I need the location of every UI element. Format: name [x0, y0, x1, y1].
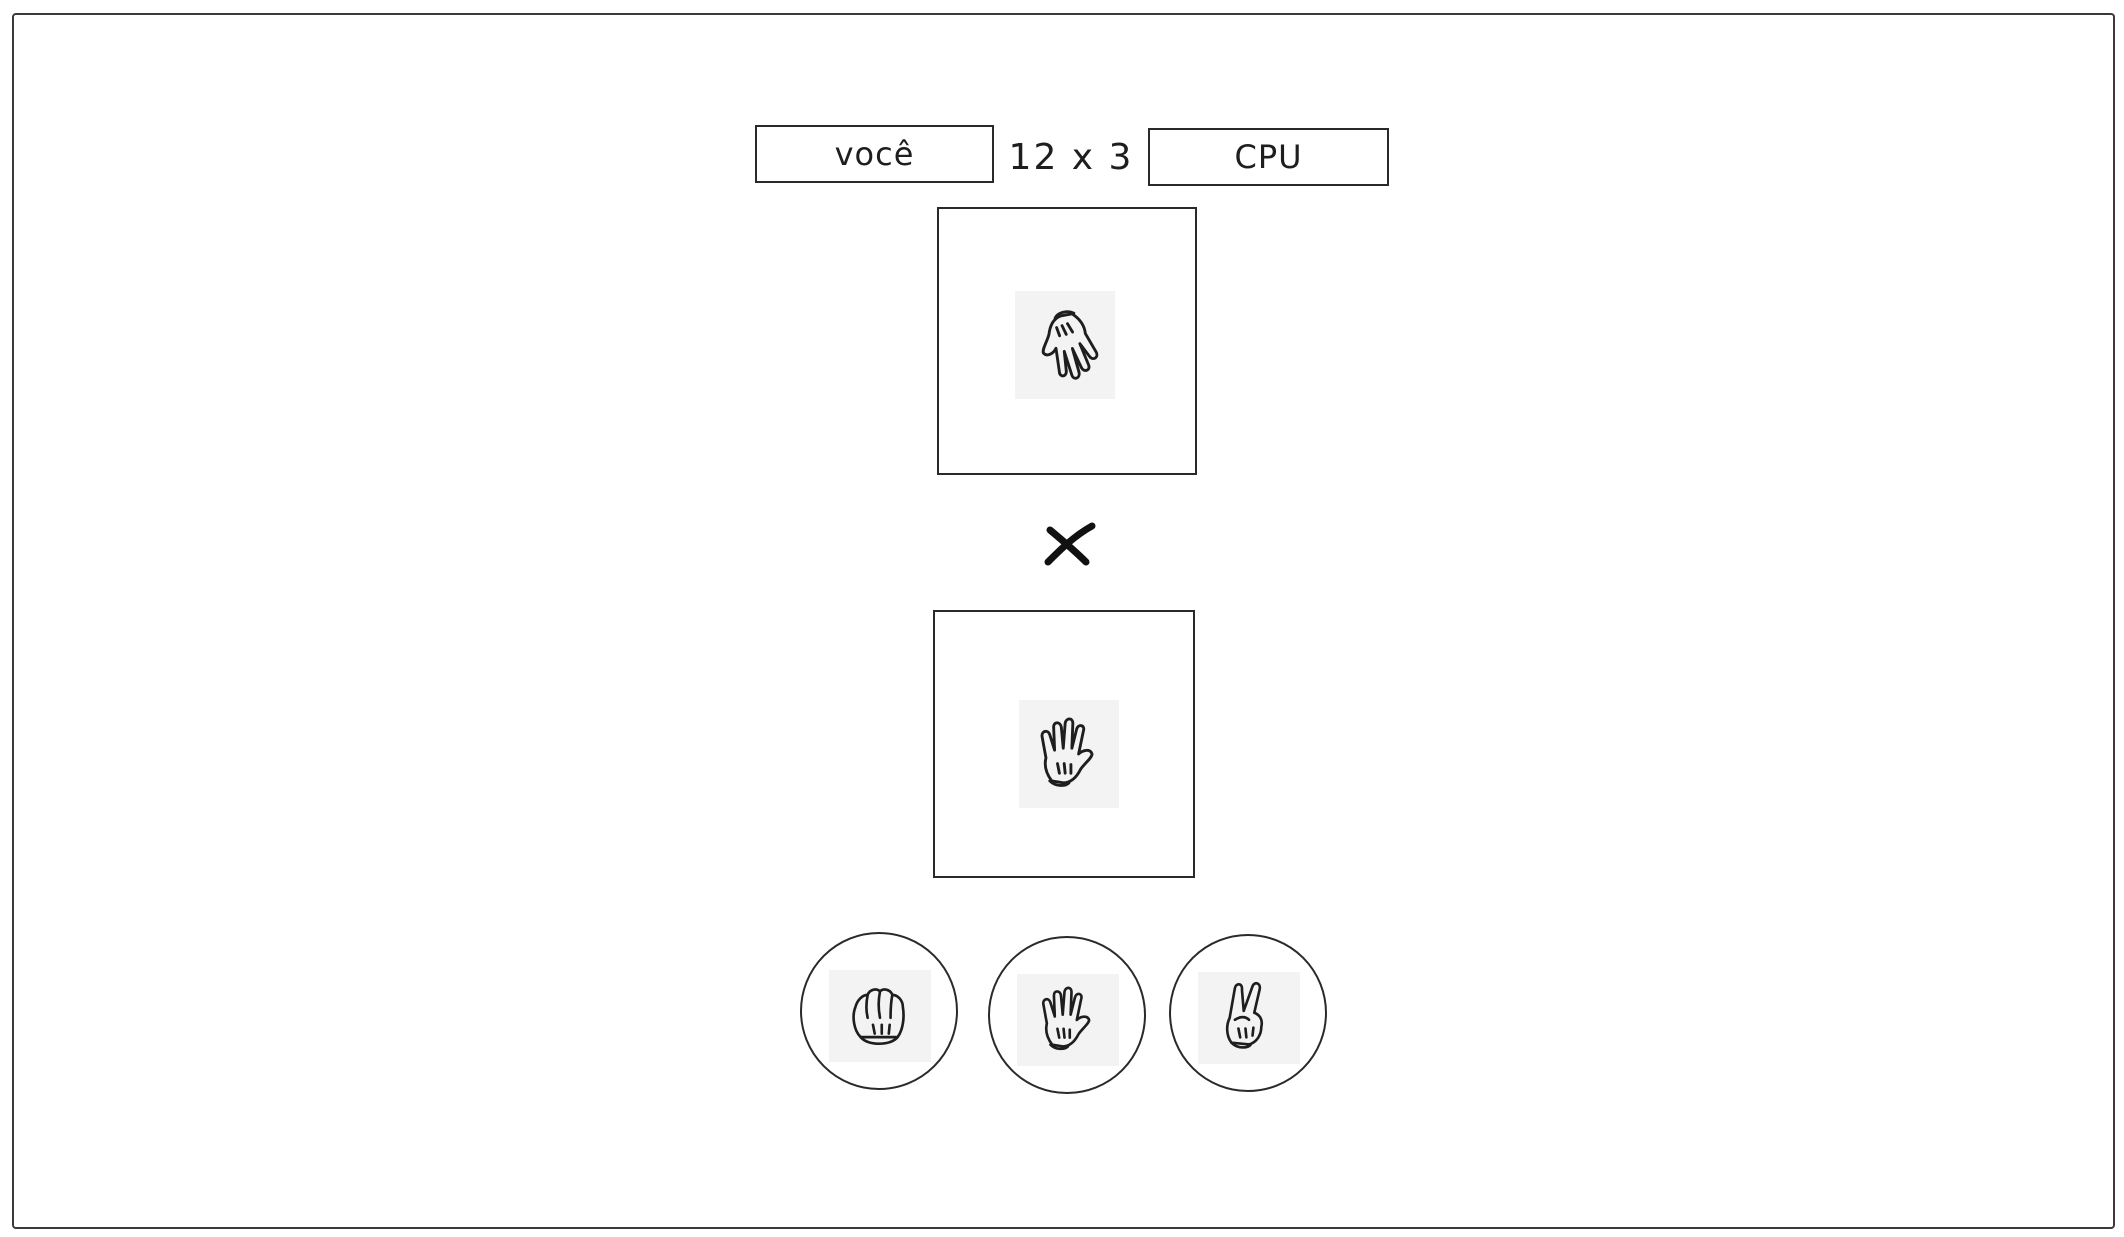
paper-hand-icon: [1040, 717, 1094, 787]
player-name-text: você: [834, 135, 915, 173]
player-hand-tile: [1019, 700, 1119, 808]
score-display: 12 x 3: [994, 128, 1148, 186]
scissors-choice-button[interactable]: [1169, 934, 1327, 1092]
cpu-hand-tile: [1015, 291, 1115, 399]
player-play-box: [933, 610, 1195, 878]
rock-hand-tile: [829, 970, 931, 1062]
score-text: 12 x 3: [1008, 136, 1134, 178]
rock-choice-button[interactable]: [800, 932, 958, 1090]
paper-hand-icon: [1041, 310, 1099, 380]
paper-hand-tile: [1017, 974, 1119, 1066]
cpu-play-box: [937, 207, 1197, 475]
scissors-hand-tile: [1198, 972, 1300, 1064]
rock-hand-icon: [852, 988, 905, 1046]
scissors-hand-icon: [1225, 981, 1264, 1049]
player-name-label: você: [755, 125, 994, 183]
x-mark-icon: [1044, 522, 1096, 566]
cpu-name-label: CPU: [1148, 128, 1389, 186]
cpu-name-text: CPU: [1234, 138, 1303, 176]
paper-hand-icon: [1042, 986, 1091, 1051]
app-frame: [12, 13, 2115, 1229]
paper-choice-button[interactable]: [988, 936, 1146, 1094]
